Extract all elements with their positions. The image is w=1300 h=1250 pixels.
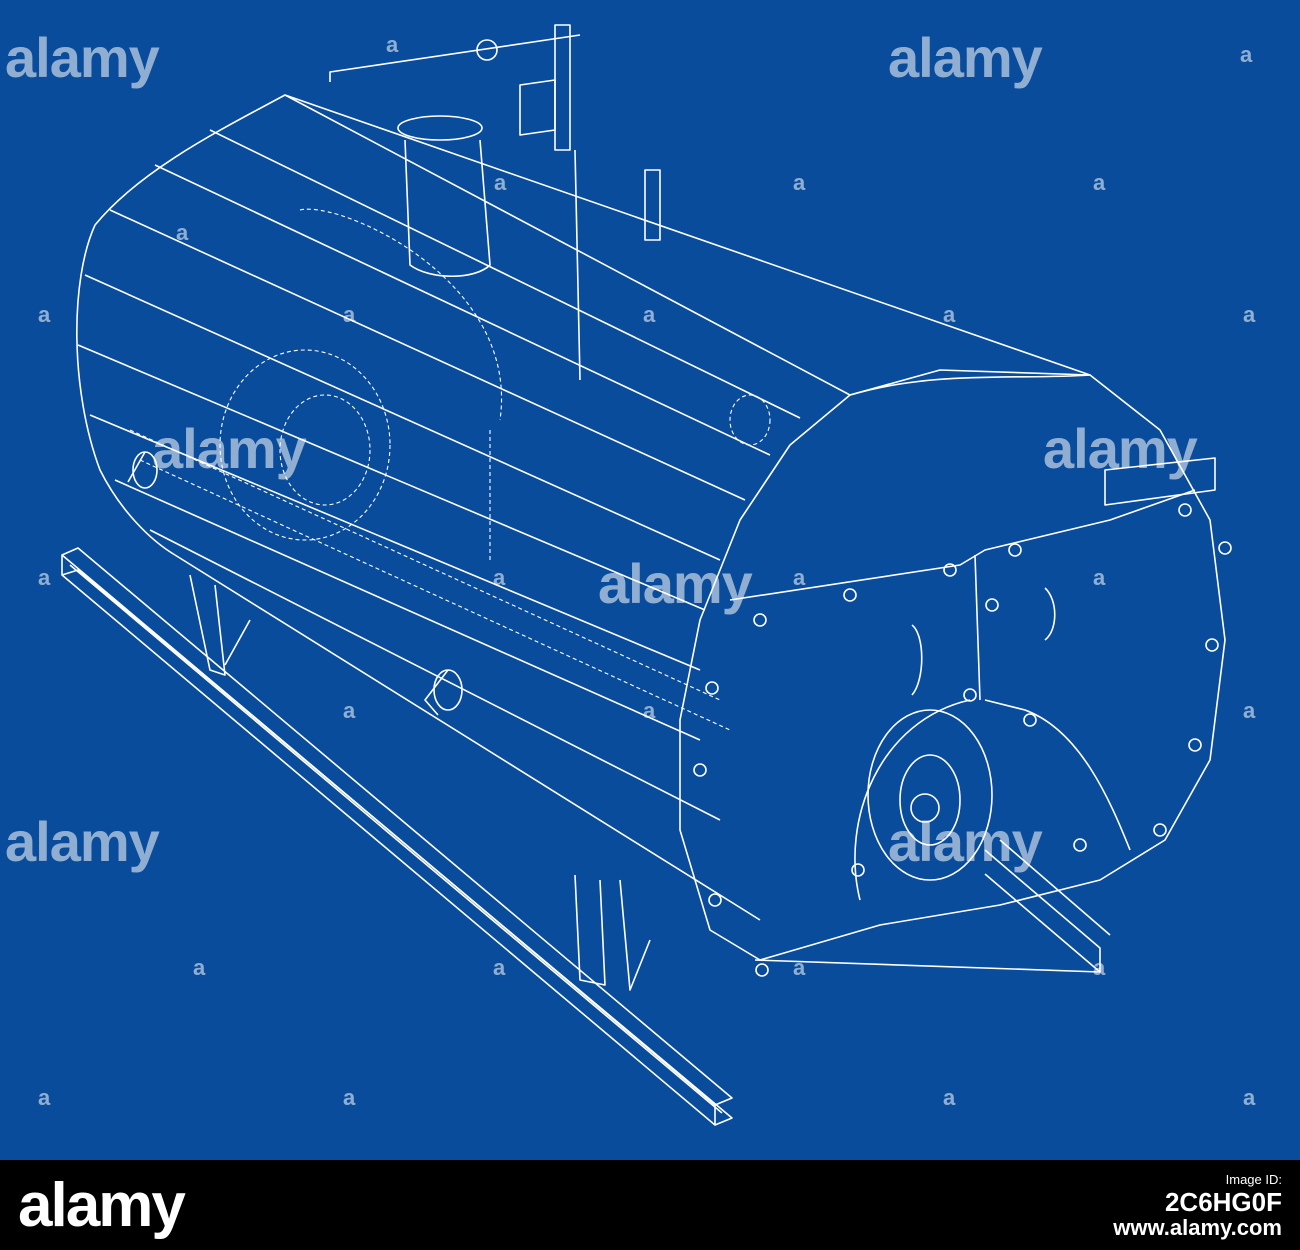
- watermark: alamy: [5, 26, 160, 89]
- watermark-glyph: a: [494, 170, 506, 195]
- watermark-glyph: a: [1240, 42, 1252, 67]
- watermark-glyph: a: [793, 955, 805, 980]
- side-nozzles: [127, 451, 463, 716]
- watermark-glyph: a: [1243, 1085, 1255, 1110]
- watermark-glyph: a: [38, 565, 50, 590]
- front-bolts: [693, 503, 1232, 977]
- watermark-glyph: a: [176, 220, 188, 245]
- watermark-glyph: a: [38, 302, 50, 327]
- watermark: alamy: [5, 810, 160, 873]
- burner: [867, 709, 993, 881]
- watermark-glyph: a: [343, 1085, 355, 1110]
- image-id-label: Image ID:: [1225, 1172, 1282, 1187]
- watermark: alamy: [598, 552, 753, 615]
- watermark-glyph: a: [493, 955, 505, 980]
- watermark-glyph: a: [1243, 302, 1255, 327]
- image-info: Image ID: 2C6HG0F www.alamy.com: [1113, 1172, 1282, 1240]
- watermark: alamy: [1043, 417, 1198, 480]
- watermark-glyph: a: [643, 698, 655, 723]
- site-url: www.alamy.com: [1113, 1215, 1282, 1240]
- watermark-glyph: a: [943, 302, 955, 327]
- door-handles: [911, 587, 1056, 696]
- right-rail: [754, 839, 1111, 973]
- boiler-wireframe-svg: [61, 24, 1232, 1126]
- boiler-wireframe-drawing: alamy alamy alamy alamy alamy alamy alam…: [5, 24, 1256, 1126]
- watermark-glyph: a: [1093, 955, 1105, 980]
- watermark-glyph: a: [643, 302, 655, 327]
- watermark-glyph: a: [343, 302, 355, 327]
- watermark-glyph: a: [793, 170, 805, 195]
- watermark-glyph: a: [1243, 698, 1255, 723]
- watermark-glyph: a: [193, 955, 205, 980]
- boiler-shell: [76, 94, 1091, 921]
- watermark-glyph: a: [1093, 170, 1105, 195]
- footer-bar: alamy Image ID: 2C6HG0F www.alamy.com: [0, 1160, 1300, 1250]
- watermark-glyph: a: [38, 1085, 50, 1110]
- watermark: alamy: [152, 417, 307, 480]
- front-end-cap: [679, 369, 1226, 961]
- watermark-glyph: a: [343, 698, 355, 723]
- internal-dashed-lines: [129, 208, 771, 731]
- watermark: alamy: [888, 26, 1043, 89]
- watermark: alamy: [888, 810, 1043, 873]
- watermark-glyph: a: [386, 32, 398, 57]
- watermark-glyph: a: [943, 1085, 955, 1110]
- brand-logo: alamy: [18, 1171, 186, 1240]
- watermark-glyph: a: [493, 565, 505, 590]
- support-legs: [189, 574, 651, 991]
- watermark-glyph: a: [1093, 565, 1105, 590]
- left-rail: [61, 547, 733, 1126]
- watermark-glyph: a: [793, 565, 805, 590]
- image-id: 2C6HG0F: [1164, 1187, 1282, 1217]
- top-fittings: [329, 24, 1216, 506]
